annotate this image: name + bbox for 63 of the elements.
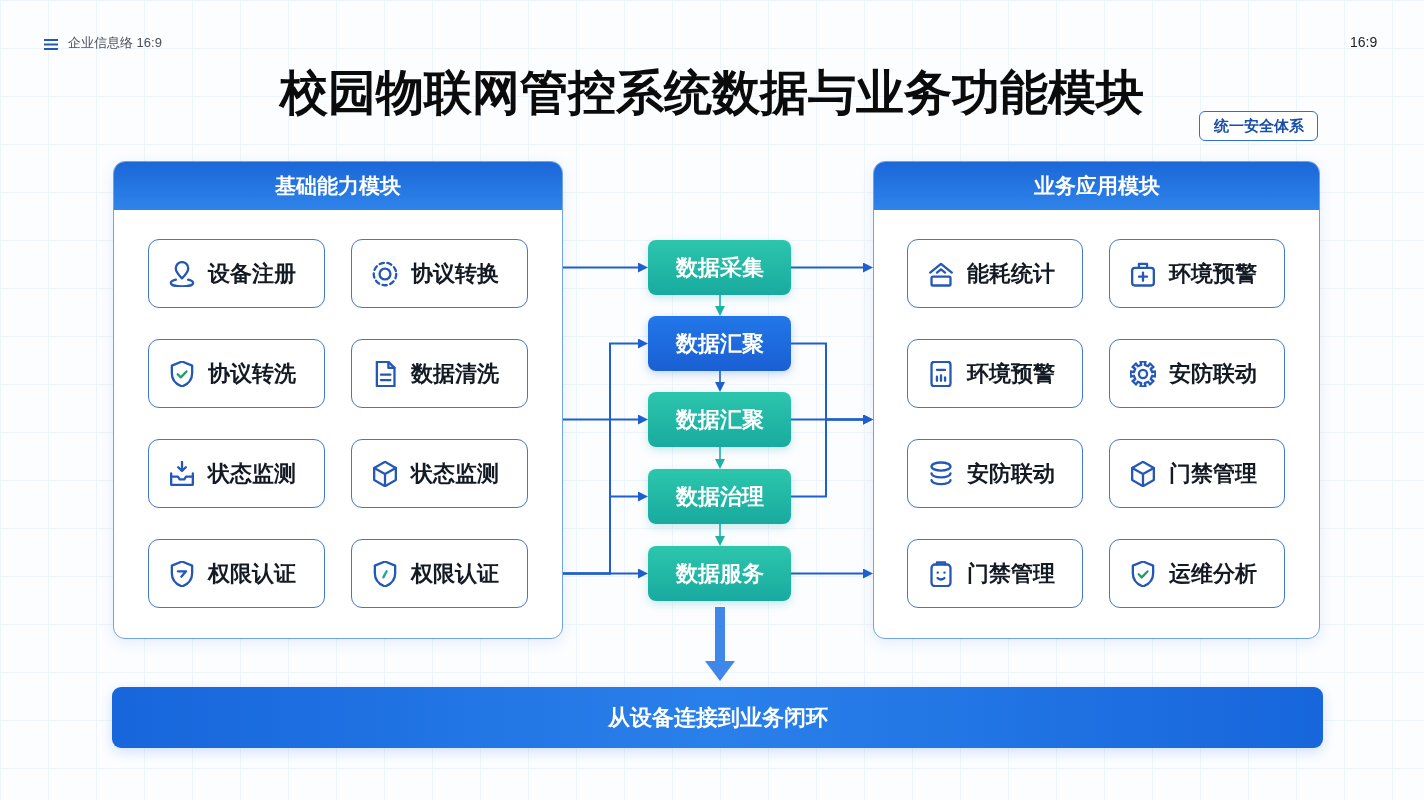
header-note: 企业信息络 16:9 <box>68 35 162 51</box>
feature-card <box>1109 239 1285 308</box>
feature-label: 能耗统计 <box>967 259 1055 288</box>
feature-label: 运维分析 <box>1169 559 1257 588</box>
step-label: 数据治理 <box>675 482 764 511</box>
feature-label: 状态监测 <box>208 459 296 488</box>
feature-label: 安防联动 <box>967 459 1055 488</box>
feature-label: 设备注册 <box>208 259 296 288</box>
arrow <box>714 446 726 470</box>
feature-label: 状态监测 <box>411 459 499 488</box>
feature-card <box>351 439 528 508</box>
feature-label: 环境预警 <box>967 359 1055 388</box>
feature-label: 权限认证 <box>411 559 499 588</box>
panel-header: 业务应用模块 <box>874 162 1319 210</box>
arrow <box>790 413 874 498</box>
feature-card <box>148 439 325 508</box>
module-panel <box>113 161 563 639</box>
feature-label: 安防联动 <box>1169 359 1257 388</box>
feature-card <box>907 339 1083 408</box>
process-step-box <box>648 469 791 524</box>
feature-card <box>907 539 1083 608</box>
module-panel <box>873 161 1320 639</box>
step-label: 数据服务 <box>675 559 764 588</box>
tag-text: 统一安全体系 <box>1213 116 1304 136</box>
feature-card <box>148 539 325 608</box>
tag-box <box>1199 111 1318 141</box>
arrow <box>714 523 726 547</box>
feature-card <box>907 239 1083 308</box>
process-step-box <box>648 392 791 447</box>
process-step-box <box>648 546 791 601</box>
step-label: 数据汇聚 <box>675 405 764 434</box>
step-label: 数据汇聚 <box>675 329 764 358</box>
feature-label: 数据清洗 <box>411 359 499 388</box>
summary-banner <box>112 687 1323 748</box>
feature-card <box>351 539 528 608</box>
feature-label: 权限认证 <box>208 559 296 588</box>
feature-card <box>351 239 528 308</box>
banner-text: 从设备连接到业务闭环 <box>607 703 828 732</box>
feature-label: 协议转换 <box>411 259 499 288</box>
feature-card <box>148 339 325 408</box>
feature-card <box>148 239 325 308</box>
arrow <box>562 261 649 274</box>
feature-label: 协议转洗 <box>208 359 296 388</box>
arrow <box>562 413 649 426</box>
feature-label: 门禁管理 <box>967 559 1055 588</box>
header-note: 16:9 <box>1350 34 1378 51</box>
panel-header: 基础能力模块 <box>114 162 562 210</box>
feature-label: 门禁管理 <box>1169 459 1257 488</box>
arrow <box>790 261 874 274</box>
arrow <box>714 294 726 317</box>
feature-card <box>907 439 1083 508</box>
feature-label: 环境预警 <box>1169 259 1257 288</box>
arrow <box>790 567 874 580</box>
feature-card <box>351 339 528 408</box>
feature-card <box>1109 339 1285 408</box>
arrow <box>562 567 649 580</box>
title: 校园物联网管控系统数据与业务功能模块 <box>280 65 1144 121</box>
process-step-box <box>648 240 791 295</box>
process-step-box <box>648 316 791 371</box>
feature-card <box>1109 539 1285 608</box>
step-label: 数据采集 <box>675 253 764 282</box>
arrow <box>714 370 726 393</box>
feature-card <box>1109 439 1285 508</box>
